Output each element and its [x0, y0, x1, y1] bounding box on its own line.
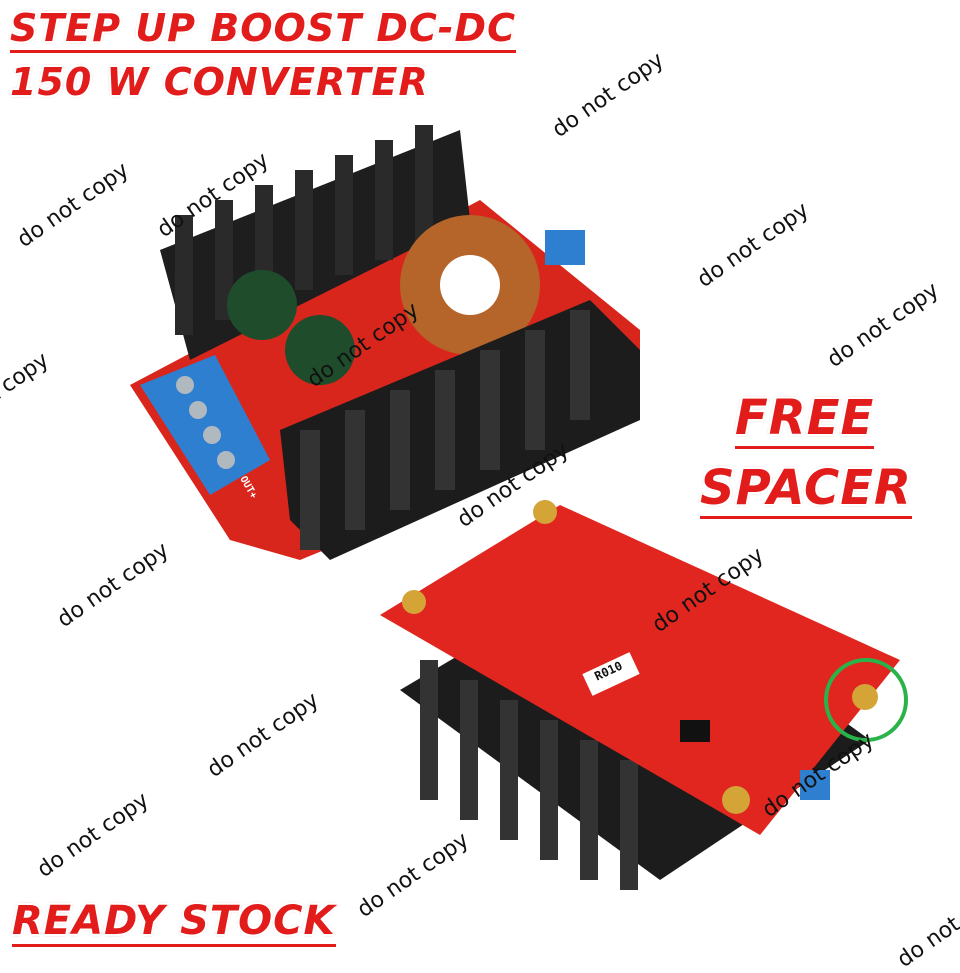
badge-line2: SPACER: [700, 460, 912, 519]
badge-line1: FREE: [735, 390, 875, 449]
title-line1: STEP UP BOOST DC-DC: [10, 6, 516, 53]
bottom-board: [380, 500, 908, 890]
ready-stock-label: READY STOCK: [12, 898, 336, 947]
title-line2: 150 W CONVERTER: [10, 60, 429, 104]
highlight-circle: [824, 658, 908, 742]
top-board: [130, 125, 640, 560]
